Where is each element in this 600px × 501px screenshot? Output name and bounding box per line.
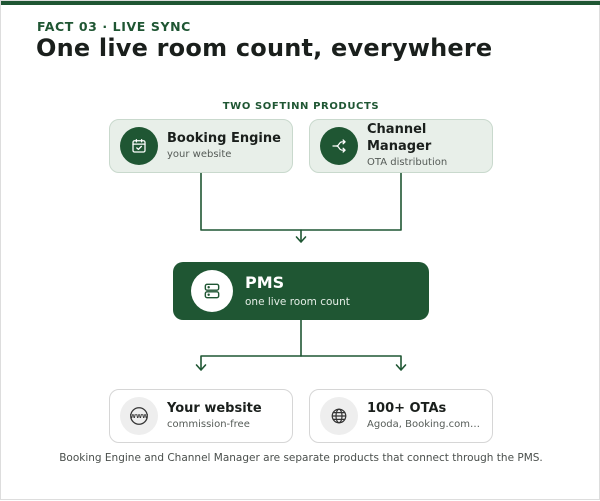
website-subtitle: commission-free [167,418,250,430]
website-title: Your website [167,400,262,416]
arrowhead-into-pms [295,236,307,243]
website-card: WWW Your website commission-free [109,389,293,443]
pms-title: PMS [245,273,285,292]
connector-booking-to-pms [200,172,302,231]
accent-top-bar [1,1,600,5]
otas-title: 100+ OTAs [367,400,447,416]
svg-text:WWW: WWW [130,414,148,420]
otas-subtitle: Agoda, Booking.com… [367,418,481,430]
calendar-check-icon [120,127,158,165]
channel-manager-title: Channel Manager [367,122,432,154]
connector-channel-to-pms [300,172,402,242]
arrowhead-to-otas [395,364,407,371]
share-arrows-icon [320,127,358,165]
page-title: One live room count, everywhere [36,34,493,62]
products-group-label: TWO SOFTINN PRODUCTS [222,101,380,112]
otas-card: 100+ OTAs Agoda, Booking.com… [309,389,493,443]
footnote: Booking Engine and Channel Manager are s… [59,452,543,464]
booking-engine-subtitle: your website [167,148,232,160]
server-icon [191,270,233,312]
booking-engine-card: Booking Engine your website [109,119,293,173]
connector-branch [200,355,402,370]
channel-manager-subtitle: OTA distribution [367,157,448,168]
fact-kicker: FACT 03 · LIVE SYNC [37,19,191,34]
pms-card: PMS one live room count [173,262,429,320]
www-icon: WWW [120,397,158,435]
pms-subtitle: one live room count [245,296,350,308]
booking-engine-title: Booking Engine [167,130,281,146]
channel-manager-card: Channel Manager OTA distribution [309,119,493,173]
arrowhead-to-website [195,364,207,371]
globe-icon [320,397,358,435]
